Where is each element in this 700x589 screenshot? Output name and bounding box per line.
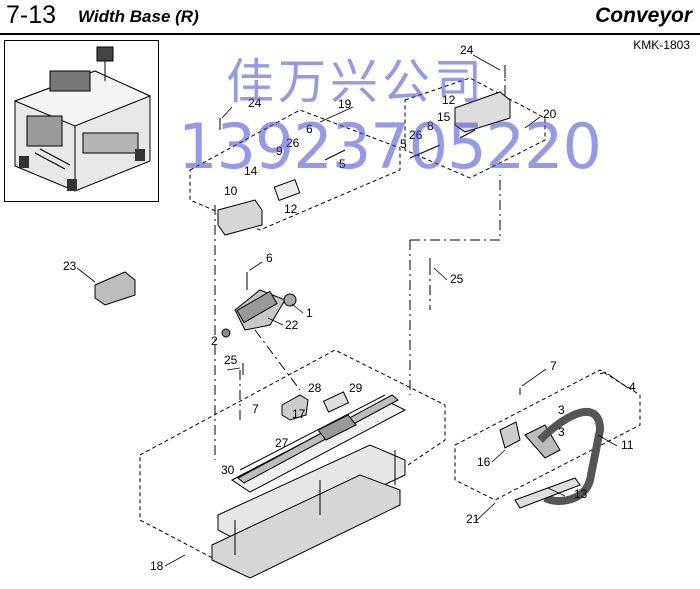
callout-label: 21 bbox=[466, 512, 480, 526]
callout-label: 9 bbox=[276, 144, 283, 158]
callout-label: 25 bbox=[450, 272, 464, 286]
callout-label: 7 bbox=[252, 402, 259, 416]
linear-rail bbox=[237, 391, 399, 484]
callout-label: 18 bbox=[150, 559, 164, 573]
callout-label: 5 bbox=[400, 137, 407, 151]
callout-label: 8 bbox=[427, 119, 434, 133]
callout-label: 3 bbox=[558, 403, 565, 417]
callout-label: 24 bbox=[248, 96, 262, 110]
callout-label: 11 bbox=[621, 438, 634, 452]
callout-label: 5 bbox=[339, 157, 346, 171]
callout-label: 19 bbox=[338, 97, 352, 111]
callout-label: 26 bbox=[286, 136, 300, 150]
callout-label: 20 bbox=[543, 107, 557, 121]
callout-label: 25 bbox=[224, 353, 238, 367]
callout-label: 23 bbox=[63, 259, 77, 273]
callout-label: 13 bbox=[574, 487, 588, 501]
bracket-parts bbox=[94, 91, 605, 509]
callout-label: 28 bbox=[308, 381, 322, 395]
callout-label: 14 bbox=[244, 164, 258, 178]
callout-label: 6 bbox=[266, 251, 273, 265]
callout-label: 12 bbox=[284, 202, 298, 216]
screw-parts bbox=[219, 65, 607, 395]
header-rule bbox=[0, 33, 700, 35]
machine-drawing bbox=[13, 46, 152, 192]
outline-group-19 bbox=[189, 109, 401, 231]
callout-label: 30 bbox=[221, 463, 235, 477]
callout-label: 4 bbox=[629, 380, 636, 394]
callout-labels: 24 19 12 15 20 6 8 9 26 5 26 5 24 14 10 … bbox=[63, 43, 636, 573]
callout-label: 3 bbox=[558, 425, 565, 439]
callout-label: 12 bbox=[442, 93, 456, 107]
callout-label: 24 bbox=[460, 43, 474, 57]
outline-group-20 bbox=[404, 77, 546, 179]
callout-label: 6 bbox=[306, 122, 313, 136]
callout-label: 1 bbox=[306, 306, 313, 320]
callout-label: 17 bbox=[292, 407, 306, 421]
outline-group-18 bbox=[139, 349, 446, 576]
callout-label: 2 bbox=[211, 334, 218, 348]
group-outlines bbox=[139, 77, 641, 576]
callout-label: 27 bbox=[275, 436, 289, 450]
leader-lines bbox=[76, 54, 629, 567]
callout-label: 15 bbox=[437, 110, 451, 124]
callout-label: 29 bbox=[349, 381, 363, 395]
width-base-plate bbox=[211, 394, 407, 579]
category-title: Conveyor bbox=[595, 4, 692, 27]
assembly-lines bbox=[214, 78, 506, 460]
callout-label: 16 bbox=[477, 455, 491, 469]
model-code: KMK-1803 bbox=[633, 38, 690, 52]
callout-label: 26 bbox=[409, 128, 423, 142]
section-number: 7-13 bbox=[6, 1, 57, 29]
callout-label: 22 bbox=[285, 318, 299, 332]
section-title: Width Base (R) bbox=[78, 7, 199, 26]
outline-group-21 bbox=[454, 369, 641, 501]
callout-label: 7 bbox=[550, 359, 557, 373]
callout-label: 10 bbox=[224, 184, 238, 198]
machine-thumbnail bbox=[4, 40, 159, 202]
